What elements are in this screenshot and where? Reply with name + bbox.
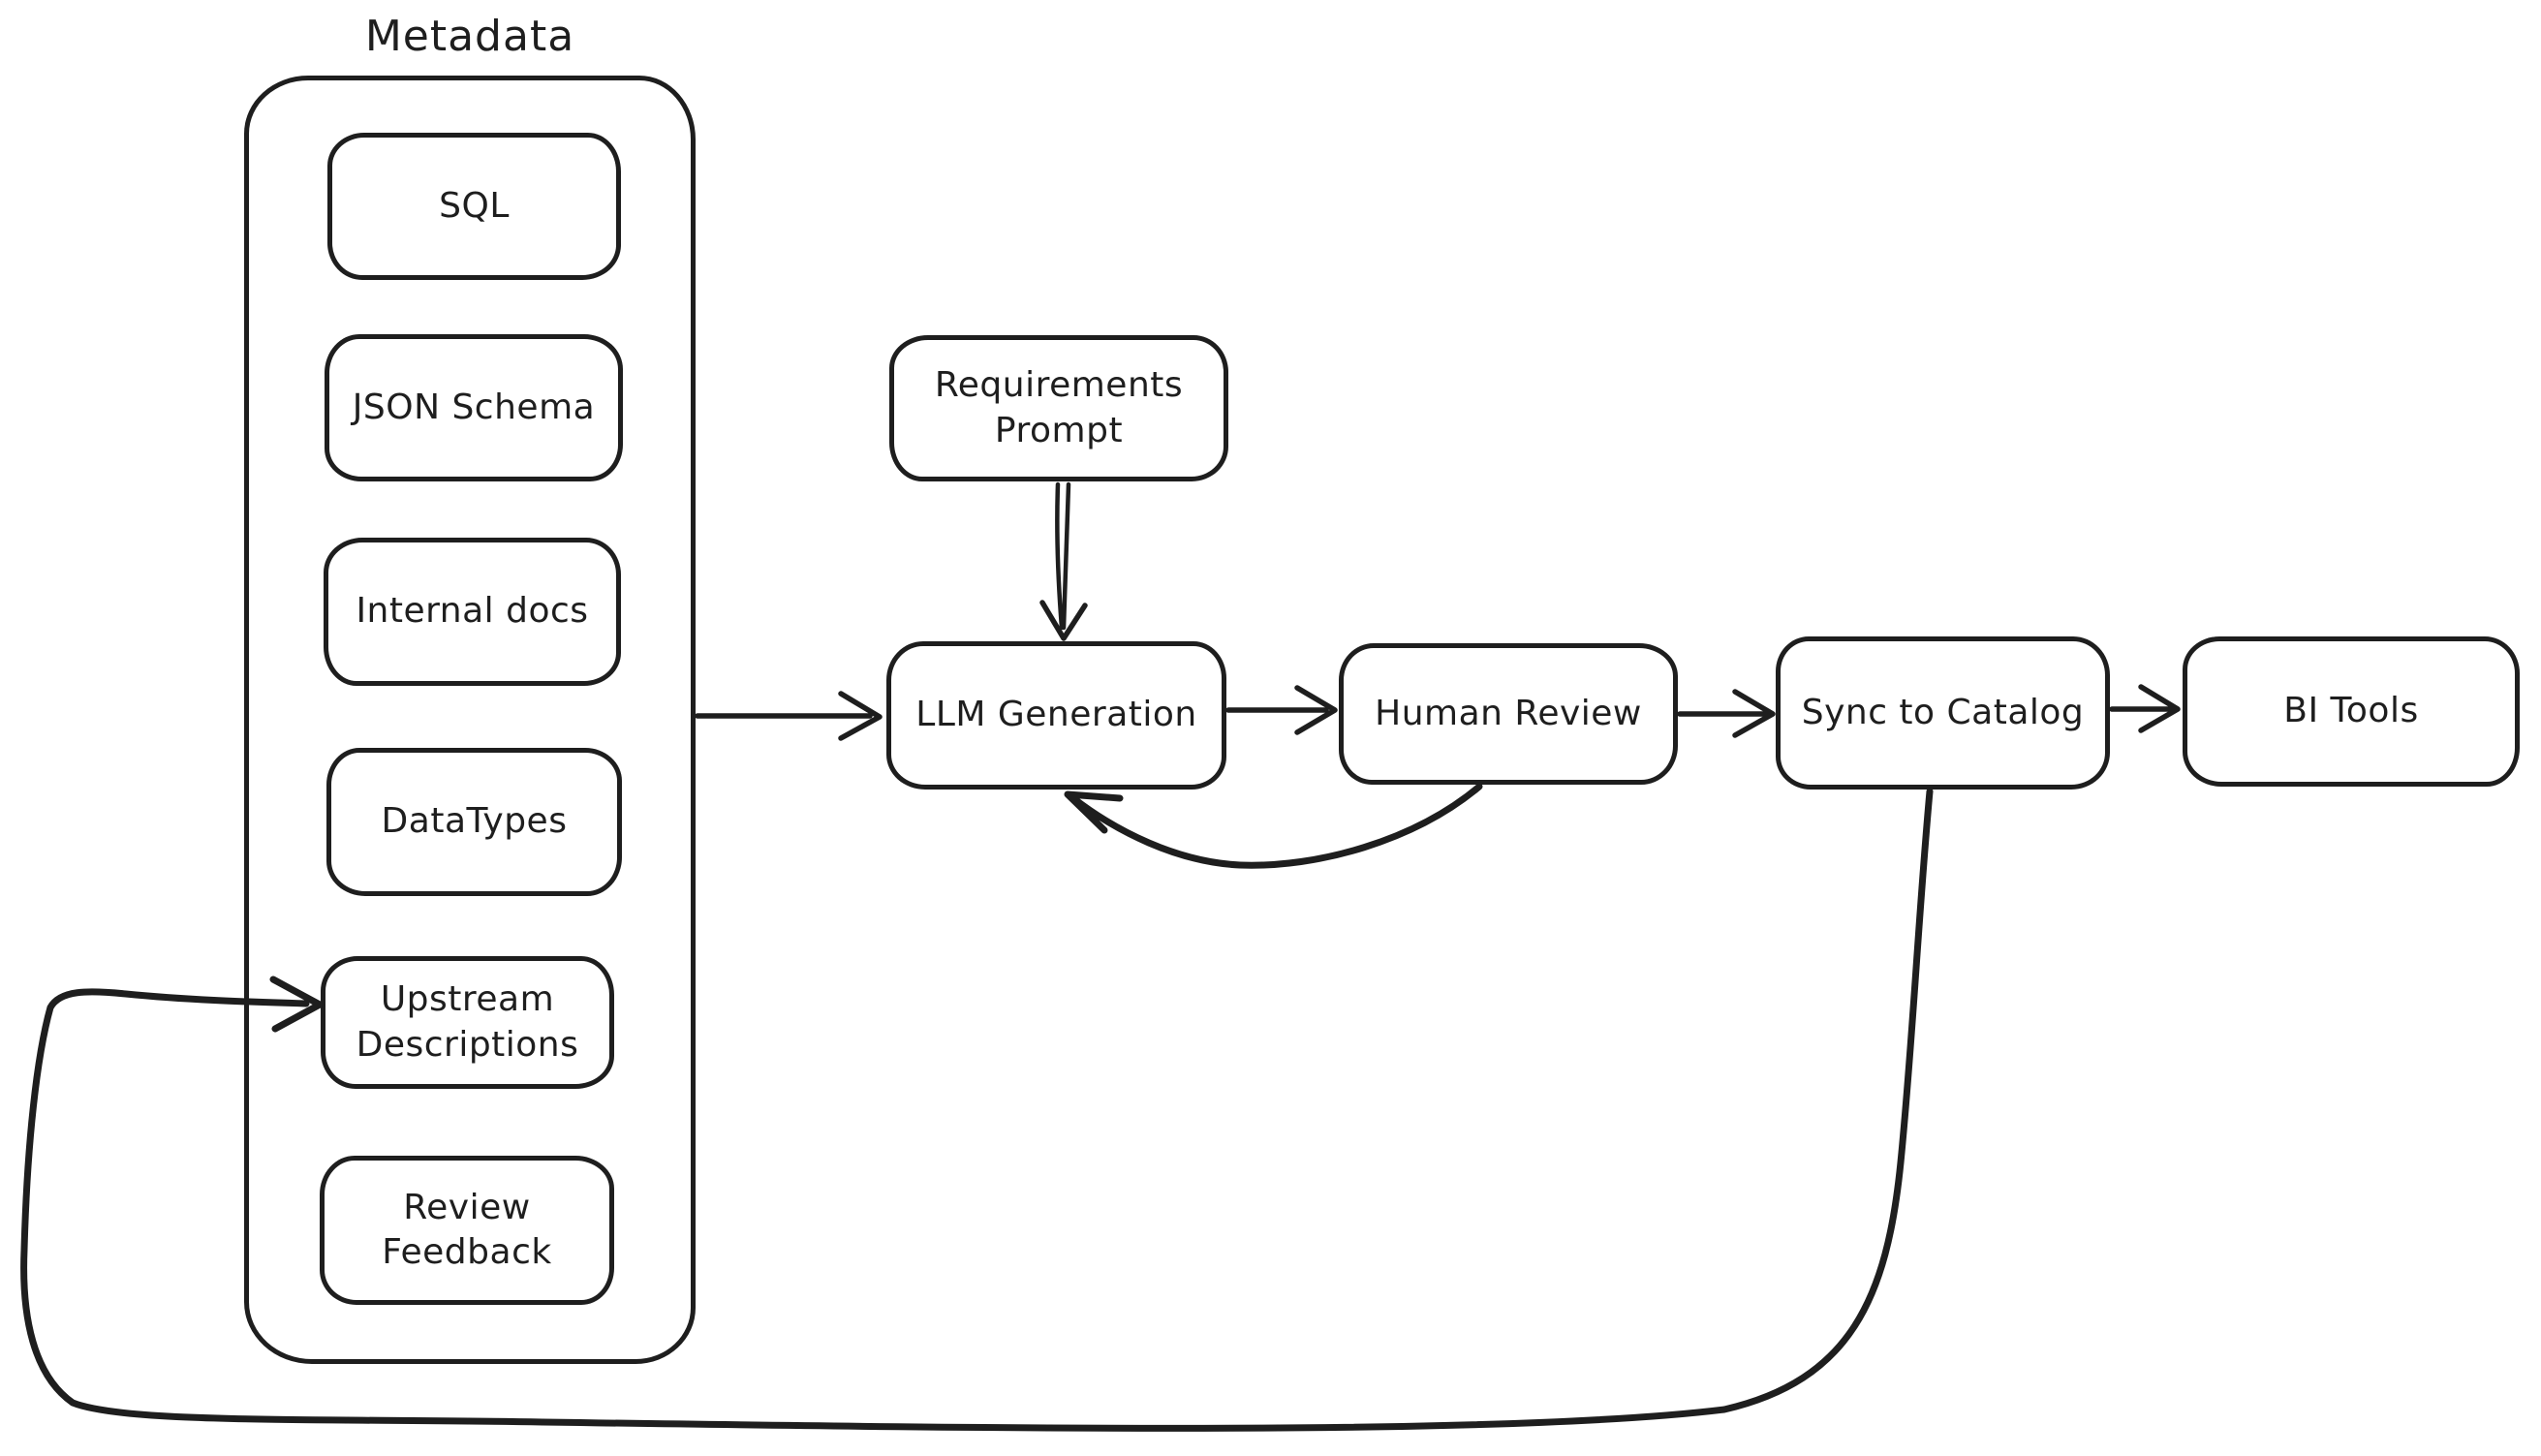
metadata-group-title: Metadata — [364, 12, 575, 61]
node-human-review-label: Human Review — [1375, 693, 1642, 733]
edge-metadata-to-llm-generation — [695, 691, 883, 741]
node-bi-tools-label: BI Tools — [2283, 691, 2419, 731]
node-internal-docs: Internal docs — [324, 538, 621, 686]
node-json-schema: JSON Schema — [325, 334, 623, 481]
node-datatypes-label: DataTypes — [381, 801, 568, 842]
edge-sync-to-catalog-to-bi-tools — [2109, 684, 2181, 733]
edge-human-review-to-llm-generation-feedback — [1064, 783, 1483, 869]
node-review-feedback: Review Feedback — [320, 1156, 614, 1305]
node-human-review: Human Review — [1339, 643, 1678, 785]
node-internal-docs-label: Internal docs — [356, 591, 589, 632]
edge-requirements-prompt-to-llm-generation-line-b — [1061, 481, 1071, 631]
node-sql-label: SQL — [439, 185, 510, 226]
node-llm-generation: LLM Generation — [886, 641, 1226, 790]
node-sync-to-catalog-label: Sync to Catalog — [1801, 692, 2085, 732]
edge-requirements-prompt-to-llm-generation-line-a — [1055, 481, 1065, 631]
node-upstream-descriptions: Upstream Descriptions — [321, 956, 614, 1089]
node-sql: SQL — [327, 133, 621, 280]
edge-llm-generation-to-human-review — [1225, 685, 1338, 735]
node-upstream-descriptions-label: Upstream Descriptions — [356, 979, 579, 1065]
node-review-feedback-label: Review Feedback — [382, 1187, 552, 1272]
node-requirements-prompt: Requirements Prompt — [889, 335, 1228, 481]
node-llm-generation-label: LLM Generation — [915, 695, 1197, 735]
node-json-schema-label: JSON Schema — [352, 387, 596, 427]
edge-requirements-prompt-to-llm-generation-head — [1039, 600, 1088, 641]
node-datatypes: DataTypes — [326, 748, 622, 896]
node-sync-to-catalog: Sync to Catalog — [1776, 636, 2110, 790]
edge-human-review-to-sync-to-catalog — [1677, 689, 1776, 738]
node-bi-tools: BI Tools — [2183, 636, 2520, 787]
node-requirements-prompt-label: Requirements Prompt — [934, 365, 1184, 450]
